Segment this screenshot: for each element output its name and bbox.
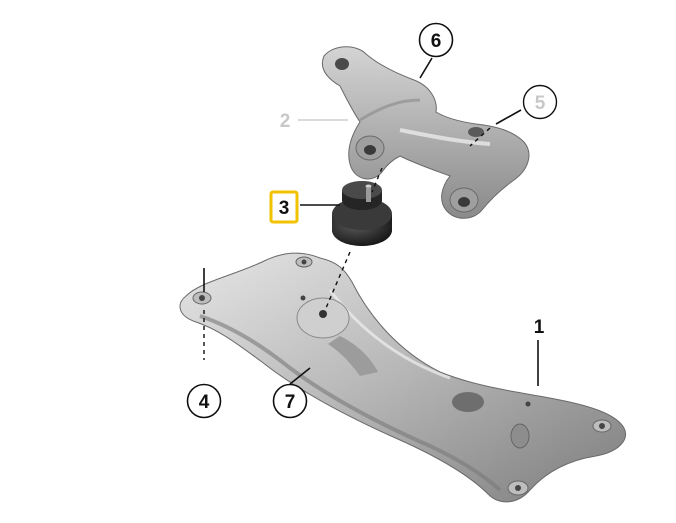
crossmember-part: [179, 252, 626, 503]
callout-3: 3: [269, 190, 299, 224]
callout-7-label: 7: [285, 392, 296, 413]
callout-1-label: 1: [534, 317, 545, 338]
callout-1: 1: [534, 317, 545, 338]
mount-bracket-part: [322, 46, 530, 219]
callout-4-circle: [186, 383, 222, 419]
callout-2: 2: [280, 111, 291, 132]
rubber-mount-part: [332, 181, 392, 246]
callout-3-highlight-box: [269, 190, 299, 224]
callout-2-label: 2: [280, 111, 291, 132]
callout-6-label: 6: [431, 31, 442, 52]
callout-4-label: 4: [199, 392, 210, 413]
callout-4: 4: [186, 383, 222, 419]
callout-3-label: 3: [279, 198, 290, 219]
callout-7: 7: [272, 383, 308, 419]
leader-lines: [203, 57, 539, 386]
callout-5-label: 5: [535, 93, 546, 114]
callout-7-circle: [272, 383, 308, 419]
callout-5-circle: [522, 84, 558, 120]
callout-6: 6: [418, 22, 454, 58]
callout-5: 5: [522, 84, 558, 120]
callout-6-circle: [418, 22, 454, 58]
